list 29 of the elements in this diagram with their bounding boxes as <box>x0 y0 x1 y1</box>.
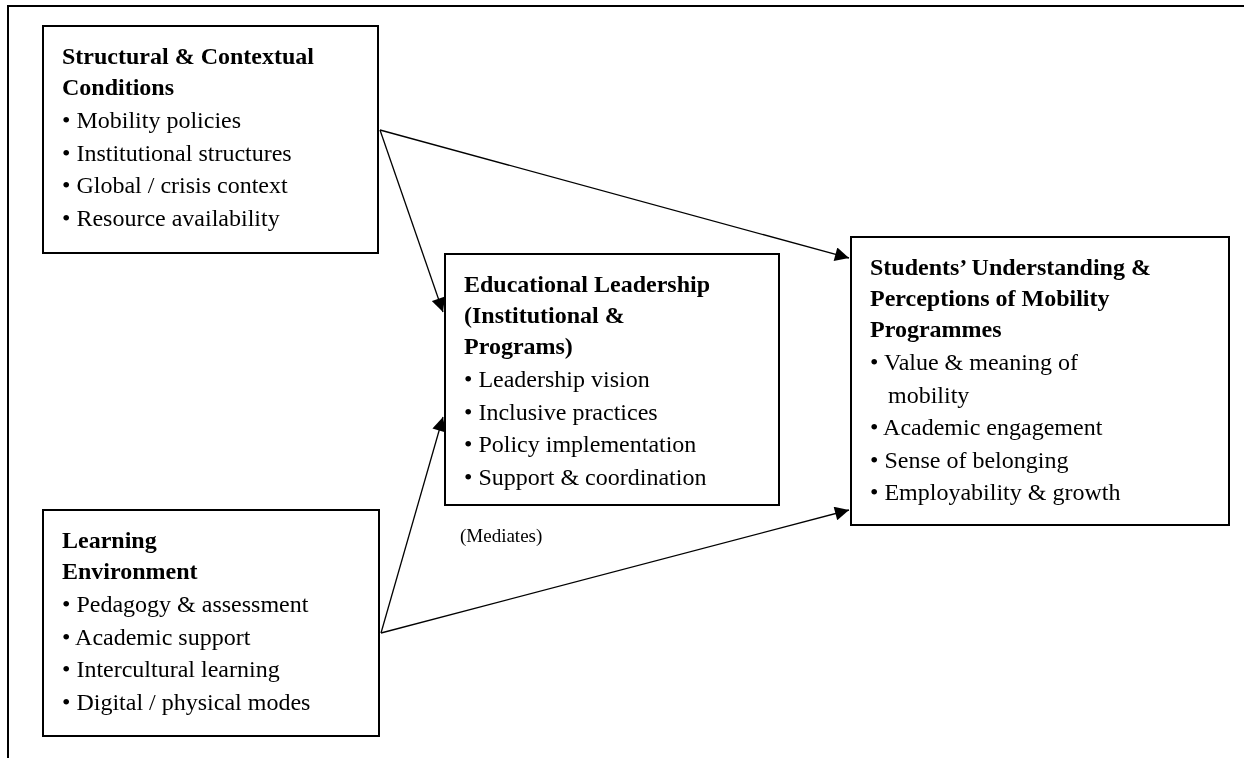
bullet-item: • Institutional structures <box>62 138 293 168</box>
concept-box <box>444 253 780 506</box>
bullet-item: • Digital / physical modes <box>62 687 312 717</box>
bullet-item: • Value & meaning of mobility <box>870 348 1079 410</box>
arrow <box>379 129 850 262</box>
box-heading: Students’ Understanding & Perceptions of Mobility Programmes <box>870 253 1152 344</box>
bullet-item: • Sense of belonging <box>870 445 1070 475</box>
concept-box <box>850 236 1230 526</box>
bullet-item: • Mobility policies <box>62 106 243 135</box>
box-heading: Learning Environment <box>62 526 199 586</box>
bullet-item: • Employability & growth <box>870 478 1122 507</box>
note-text: (Mediates) <box>460 525 543 547</box>
bullet-item: • Resource availability <box>62 203 281 233</box>
bullet-item: • Academic engagement <box>870 413 1104 442</box>
bullet-item: • Global / crisis context <box>62 171 289 200</box>
arrow <box>380 416 446 634</box>
bullet-item: • Academic support <box>62 622 252 652</box>
bullet-item: • Intercultural learning <box>62 655 281 684</box>
arrow <box>379 129 446 313</box>
arrow <box>380 506 850 634</box>
bullet-item: • Pedagogy & assessment <box>62 590 310 619</box>
concept-box <box>42 25 379 254</box>
bullet-item: • Inclusive practices <box>464 397 659 427</box>
box-heading: Structural & Contextual Conditions <box>62 42 315 102</box>
bullet-item: • Support & coordination <box>464 462 708 492</box>
bullet-item: • Policy implementation <box>464 430 698 459</box>
bullet-item: • Leadership vision <box>464 365 651 394</box>
box-heading: Educational Leadership (Institutional & Programs) <box>464 270 712 361</box>
concept-box <box>42 509 380 737</box>
